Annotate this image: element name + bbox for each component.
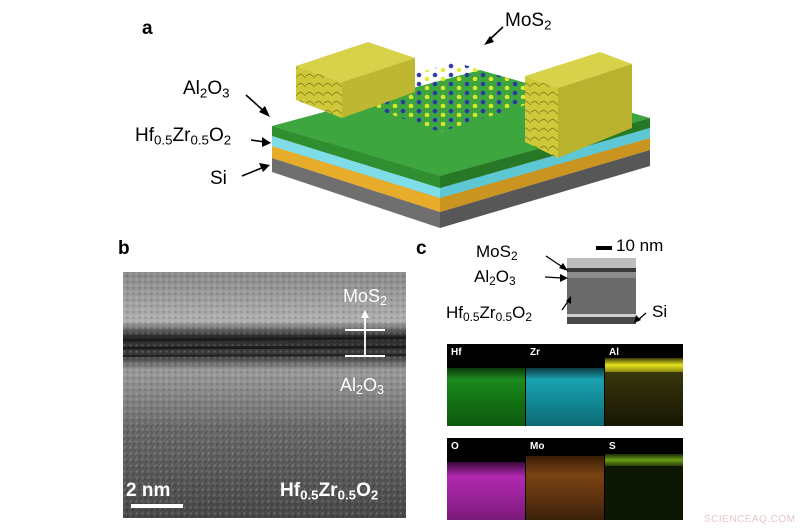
label-hzo-b: Hf0.5Zr0.5O2 <box>280 480 379 503</box>
si-substrate-left <box>272 158 440 228</box>
eds-map-zr: Zr <box>526 344 604 426</box>
watermark: SCIENCEAQ.COM <box>704 514 796 525</box>
hzo-layer-right <box>440 138 650 212</box>
scale-bar-c <box>596 246 612 250</box>
scale-label-b: 2 nm <box>126 480 171 501</box>
eds-map-al: Al <box>605 344 683 426</box>
al2o3-layer-right <box>440 128 650 198</box>
electrode-left-top <box>296 42 415 82</box>
panel-b-letter: b <box>118 238 130 259</box>
al2o3-layer-left <box>272 136 440 198</box>
eds-maps-row-2: O Mo S <box>447 438 683 520</box>
panel-c-letter: c <box>416 238 427 259</box>
electrode-right-side <box>558 64 632 158</box>
scale-bar-b <box>131 504 183 508</box>
hzo-layer-left <box>272 146 440 212</box>
eds-map-mo: Mo <box>526 438 604 520</box>
eds-maps-row-1: Hf Zr Al <box>447 344 683 426</box>
label-al2o3-a: Al2O3 <box>183 78 230 101</box>
label-hzo-a: Hf0.5Zr0.5O2 <box>135 125 232 148</box>
label-si-a: Si <box>210 168 227 189</box>
eds-map-hf: Hf <box>447 344 525 426</box>
label-hzo-c: Hf0.5Zr0.5O2 <box>446 303 532 324</box>
label-mos2-c: MoS2 <box>476 242 518 263</box>
electrode-right-top <box>525 52 632 88</box>
cross-section-arrows <box>544 255 647 323</box>
label-al2o3-c: Al2O3 <box>474 267 516 288</box>
eds-map-s: S <box>605 438 683 520</box>
electrode-left-front <box>296 66 342 118</box>
tem-image <box>123 272 406 518</box>
label-al2o3-b: Al2O3 <box>340 375 385 398</box>
green-layer-left <box>272 126 440 188</box>
label-mos2-b: MoS2 <box>343 286 388 309</box>
electrode-right-front <box>525 76 558 158</box>
mos2-lattice <box>340 62 560 132</box>
cross-section-image <box>567 258 636 324</box>
label-si-c: Si <box>652 302 668 321</box>
arrow-si <box>241 166 265 177</box>
si-substrate-right <box>440 150 650 228</box>
label-mos2-a: MoS2 <box>505 10 552 33</box>
scale-label-c: 10 nm <box>616 236 664 255</box>
electrode-left-side <box>342 58 415 118</box>
eds-map-o: O <box>447 438 525 520</box>
panel-a-letter: a <box>142 18 153 39</box>
device-schematic <box>241 26 650 228</box>
